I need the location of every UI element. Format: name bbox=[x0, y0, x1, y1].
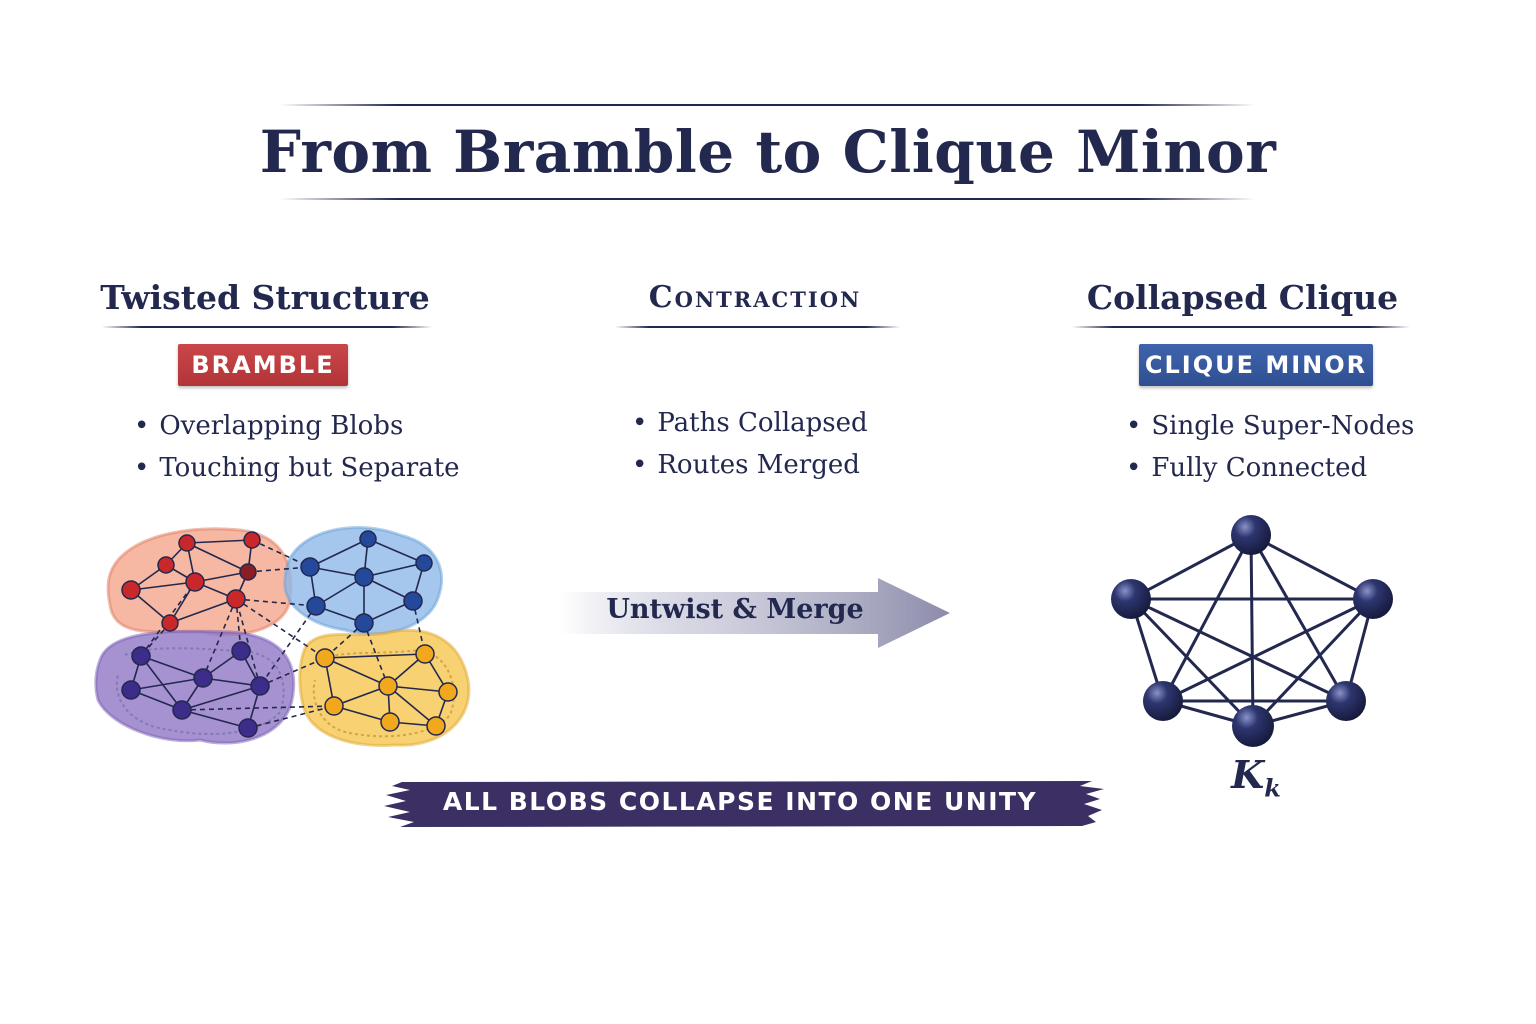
bramble-bullets: Overlapping Blobs Touching but Separate bbox=[134, 405, 460, 489]
column-rule-twisted bbox=[102, 326, 432, 328]
clique-label: Kk bbox=[1216, 752, 1296, 803]
clique-label-main: K bbox=[1231, 752, 1265, 797]
banner-text: ALL BLOBS COLLAPSE INTO ONE UNITY bbox=[442, 787, 1038, 816]
title-rule-bottom bbox=[280, 198, 1255, 200]
clique-minor-badge: CLIQUE MINOR bbox=[1139, 344, 1373, 386]
untwist-merge-arrow bbox=[560, 578, 950, 648]
bullet-item: Touching but Separate bbox=[134, 447, 459, 489]
bullet-item: Paths Collapsed bbox=[632, 402, 867, 444]
page-title: From Bramble to Clique Minor bbox=[259, 118, 1277, 186]
bullet-item: Overlapping Blobs bbox=[134, 405, 460, 447]
column-heading-contraction: Contraction bbox=[648, 280, 862, 315]
brush-banner bbox=[384, 781, 1104, 827]
bullet-item: Routes Merged bbox=[632, 444, 868, 486]
bullet-item: Fully Connected bbox=[1126, 447, 1414, 489]
bullet-item: Single Super-Nodes bbox=[1126, 405, 1414, 447]
contraction-bullets: Paths Collapsed Routes Merged bbox=[632, 402, 868, 486]
title-rule-top bbox=[280, 104, 1255, 106]
bramble-graph bbox=[94, 526, 471, 747]
column-heading-twisted: Twisted Structure bbox=[100, 278, 430, 317]
column-heading-collapsed: Collapsed Clique bbox=[1086, 278, 1399, 317]
clique-graph bbox=[1111, 515, 1393, 747]
column-rule-contraction bbox=[615, 326, 900, 328]
clique-bullets: Single Super-Nodes Fully Connected bbox=[1126, 405, 1414, 489]
column-rule-collapsed bbox=[1072, 326, 1410, 328]
bramble-badge: BRAMBLE bbox=[178, 344, 348, 386]
clique-label-sub: k bbox=[1264, 773, 1281, 803]
arrow-label: Untwist & Merge bbox=[606, 594, 864, 625]
